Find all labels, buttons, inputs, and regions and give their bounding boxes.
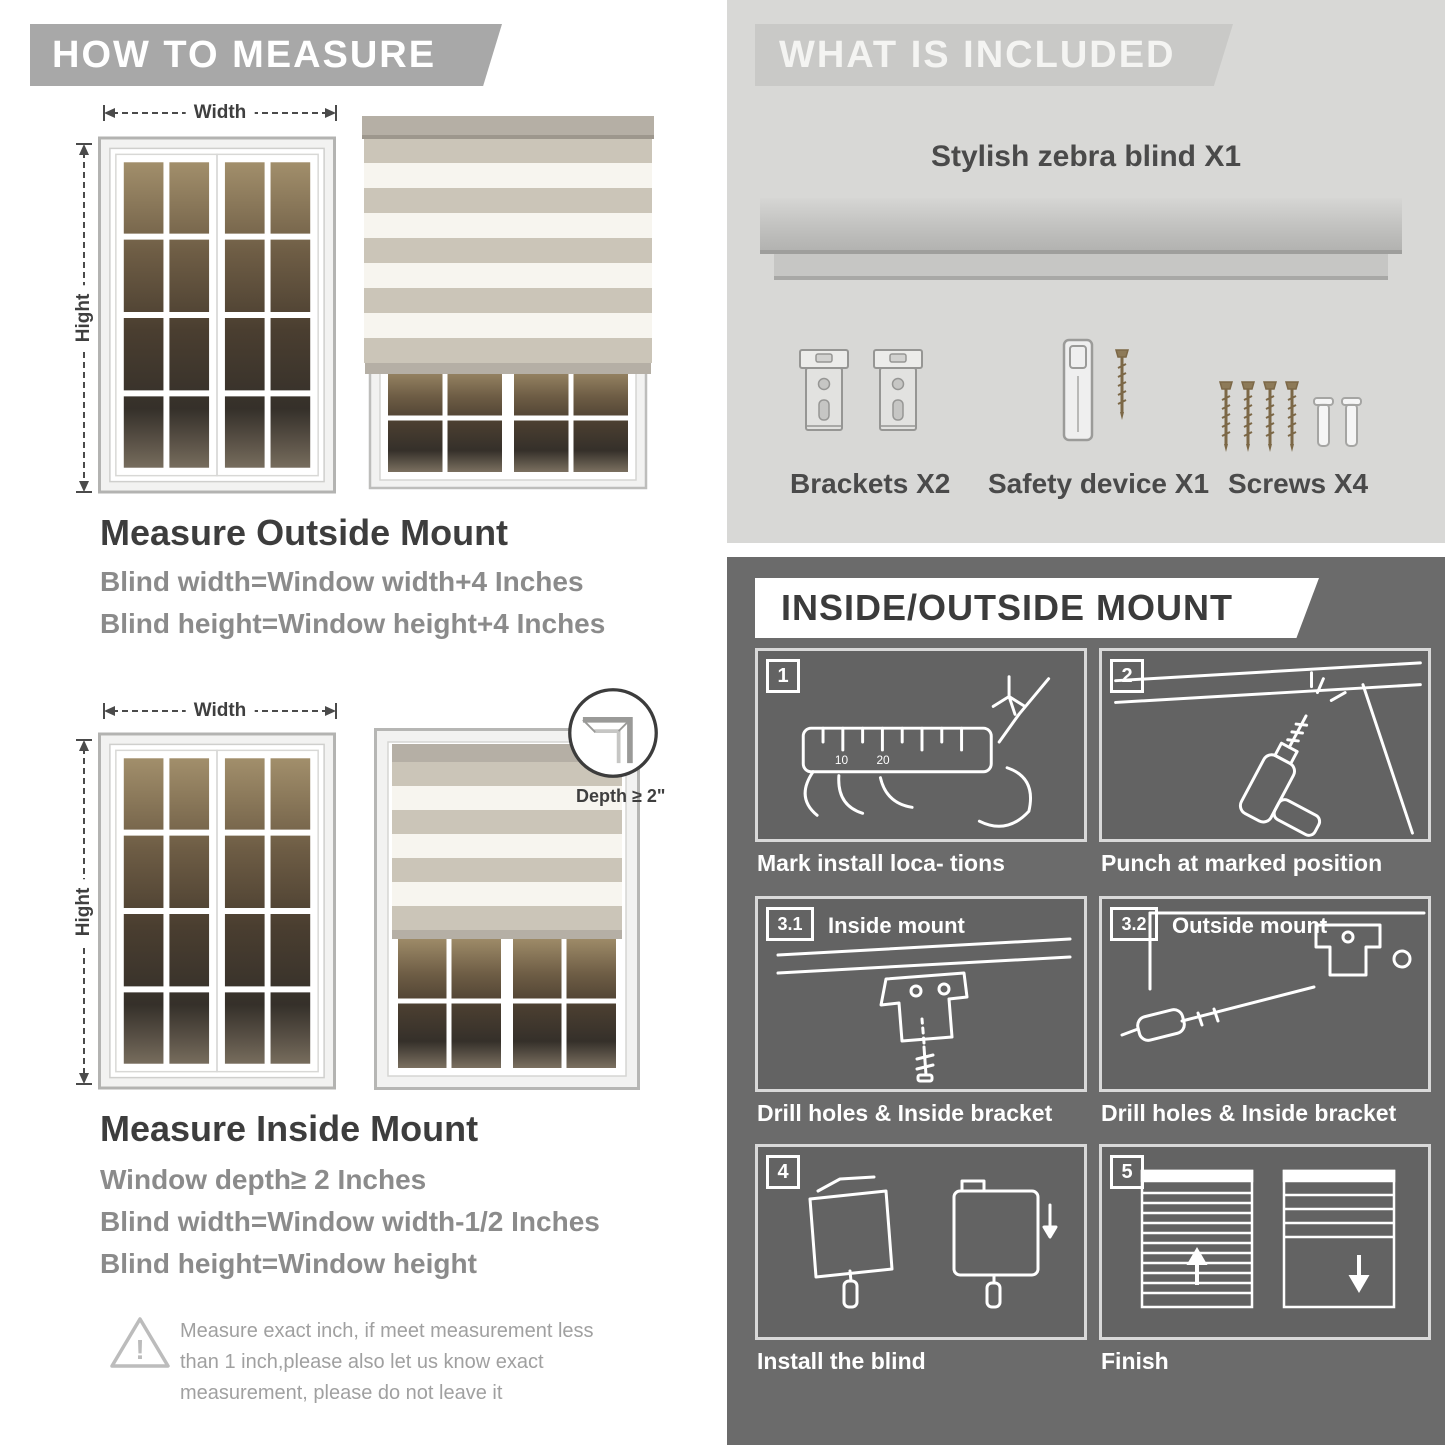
how-to-measure-section: HOW TO MEASURE Width	[0, 0, 722, 1445]
outside-height-arrow: Hight	[73, 140, 95, 496]
depth-detail-circle	[568, 688, 658, 778]
measure-note: Measure exact inch, if meet measurement …	[180, 1320, 594, 1404]
ruler-mark-10: 10	[835, 753, 849, 767]
step-5-number: 5	[1110, 1155, 1144, 1189]
step-3-1-panel: 3.1 Inside mount	[755, 896, 1087, 1092]
mount-banner: INSIDE/OUTSIDE MOUNT	[755, 578, 1319, 638]
step-2-caption: Punch at marked position	[1101, 850, 1383, 876]
step-2-number: 2	[1110, 659, 1144, 693]
screws-icon	[1218, 380, 1362, 454]
step-3-2-panel: 3.2 Outside mount	[1099, 896, 1431, 1092]
screws-label: Screws X4	[1228, 468, 1369, 499]
bracket-icon	[866, 342, 930, 442]
step-3-1-caption: Drill holes & Inside bracket	[757, 1100, 1053, 1126]
step-4-panel: 4	[755, 1144, 1087, 1340]
outside-width-label: Width	[185, 102, 255, 124]
inside-width-arrow: Width	[100, 700, 340, 722]
width-arrow-line	[103, 703, 337, 719]
outside-mount-line2: Blind height=Window height+4 Inches	[100, 608, 606, 639]
headrail-illustration	[760, 198, 1402, 280]
warning-exclamation: !	[135, 1334, 144, 1365]
step-1-panel: 1 10	[755, 648, 1087, 842]
width-arrow-line	[103, 105, 337, 121]
zebra-blind-outside-mount-illustration	[362, 116, 654, 492]
outside-bracket-illustration	[1120, 911, 1426, 1042]
what-is-included-section: WHAT IS INCLUDED Stylish zebra blind X1	[727, 0, 1445, 543]
how-to-measure-banner: HOW TO MEASURE	[30, 24, 502, 86]
step-5-panel: 5	[1099, 1144, 1431, 1340]
step-4-number: 4	[766, 1155, 800, 1189]
what-is-included-banner: WHAT IS INCLUDED	[755, 24, 1233, 86]
step-3-2-caption: Drill holes & Inside bracket	[1101, 1100, 1397, 1126]
safety-device-label: Safety device X1	[988, 468, 1210, 499]
step-3-1-label: Inside mount	[828, 913, 965, 938]
window-illustration-outside	[98, 136, 336, 494]
step-1-number: 1	[766, 659, 800, 693]
outside-height-label: Hight	[73, 285, 95, 351]
zebra-blind-inside-mount-illustration	[374, 728, 640, 1090]
what-is-included-title: WHAT IS INCLUDED	[779, 33, 1176, 76]
outside-mount-title: Measure Outside Mount	[100, 512, 509, 553]
ruler-mark-20: 20	[876, 753, 890, 767]
inside-mount-title: Measure Inside Mount	[100, 1108, 479, 1149]
outside-width-arrow: Width	[100, 102, 340, 124]
inside-height-arrow: Hight	[73, 736, 95, 1088]
height-arrow-line	[76, 143, 92, 493]
inside-mount-line3: Blind height=Window height	[100, 1248, 477, 1279]
inside-height-label: Hight	[73, 879, 95, 945]
finish-illustration	[1140, 1169, 1396, 1309]
how-to-measure-title: HOW TO MEASURE	[52, 33, 437, 76]
step-3-1-number: 3.1	[766, 907, 814, 941]
safety-device-icon	[1062, 338, 1130, 442]
warning-triangle-icon: !	[110, 1317, 170, 1368]
depth-label: Depth ≥ 2"	[576, 786, 666, 806]
brackets-label: Brackets X2	[790, 468, 951, 499]
step-4-caption: Install the blind	[757, 1348, 926, 1374]
inside-mount-line1: Window depth≥ 2 Inches	[100, 1164, 427, 1195]
mount-title: INSIDE/OUTSIDE MOUNT	[781, 587, 1234, 628]
step-3-2-number: 3.2	[1110, 907, 1158, 941]
inside-mount-line2: Blind width=Window width-1/2 Inches	[100, 1206, 600, 1237]
step-5-caption: Finish	[1101, 1348, 1169, 1374]
inside-bracket-illustration	[776, 937, 1072, 1083]
section-divider	[727, 543, 1445, 557]
step-1-caption: Mark install loca- tions	[757, 850, 1005, 876]
window-illustration-inside	[98, 732, 336, 1090]
mark-location-illustration: 10 20	[801, 675, 1051, 828]
bracket-icon	[792, 342, 856, 442]
drill-illustration	[1114, 661, 1422, 837]
product-label: Stylish zebra blind X1	[930, 140, 1242, 173]
outside-mount-line1: Blind width=Window width+4 Inches	[100, 566, 584, 597]
mount-section: INSIDE/OUTSIDE MOUNT 1	[727, 557, 1445, 1445]
step-3-2-label: Outside mount	[1172, 913, 1328, 938]
step-2-panel: 2	[1099, 648, 1431, 842]
inside-width-label: Width	[185, 700, 255, 722]
install-blind-illustration	[808, 1175, 1058, 1309]
